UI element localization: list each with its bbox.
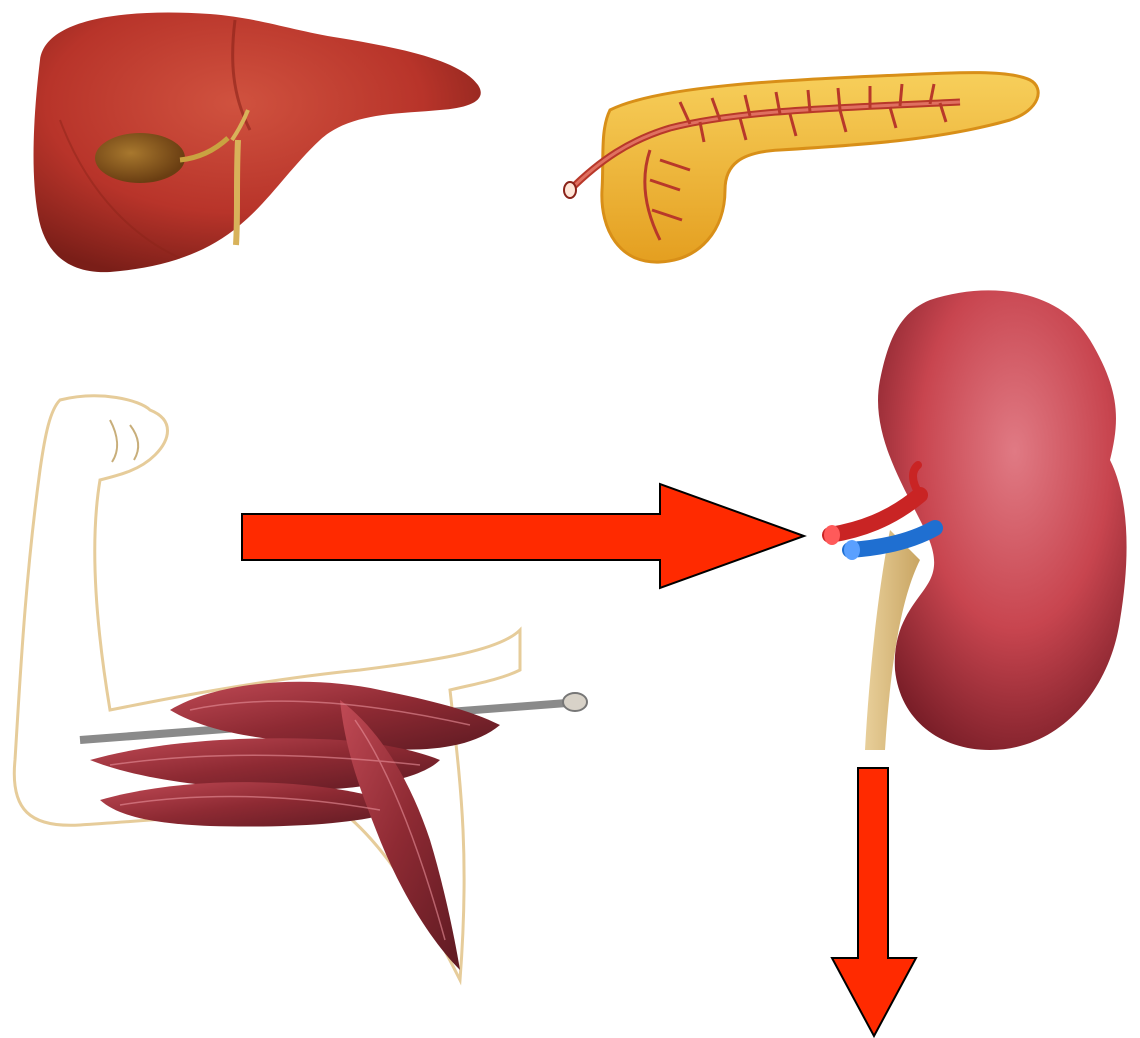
arrow-right-shape	[242, 484, 804, 588]
arm-muscle-icon	[0, 380, 620, 1000]
kidney-icon	[820, 280, 1140, 770]
liver-icon	[0, 0, 500, 290]
arrow-down-shape	[832, 768, 916, 1036]
pancreas-icon	[540, 40, 1060, 280]
arrow-kidney-down	[830, 765, 920, 1038]
arrow-muscle-to-kidney	[238, 480, 808, 590]
